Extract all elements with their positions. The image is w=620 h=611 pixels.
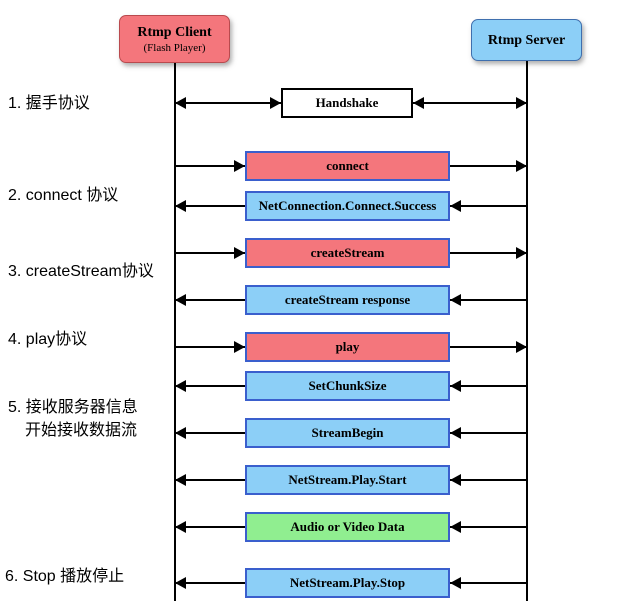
message-box: createStream response bbox=[245, 285, 450, 315]
arrowhead-right-icon bbox=[270, 97, 281, 109]
arrowhead-left-icon bbox=[450, 577, 461, 589]
arrowhead-left-icon bbox=[450, 427, 461, 439]
step-label: 5. 接收服务器信息 bbox=[8, 399, 138, 416]
arrowhead-left-icon bbox=[450, 200, 461, 212]
arrowhead-left-icon bbox=[450, 521, 461, 533]
actor-server-title: Rtmp Server bbox=[487, 32, 566, 48]
arrowhead-right-icon bbox=[234, 341, 245, 353]
message-box: Audio or Video Data bbox=[245, 512, 450, 542]
step-label: 3. createStream协议 bbox=[8, 263, 154, 280]
message-box: NetConnection.Connect.Success bbox=[245, 191, 450, 221]
arrowhead-left-icon bbox=[413, 97, 424, 109]
arrowhead-left-icon bbox=[175, 200, 186, 212]
lifeline-server bbox=[526, 61, 528, 601]
actor-server-box: Rtmp Server bbox=[471, 19, 582, 61]
arrowhead-right-icon bbox=[516, 341, 527, 353]
message-box: NetStream.Play.Start bbox=[245, 465, 450, 495]
message-box: createStream bbox=[245, 238, 450, 268]
step-label: 6. Stop 播放停止 bbox=[5, 568, 125, 585]
lifeline-client bbox=[174, 63, 176, 601]
arrowhead-left-icon bbox=[175, 380, 186, 392]
arrowhead-right-icon bbox=[516, 160, 527, 172]
arrowhead-left-icon bbox=[175, 97, 186, 109]
message-box: StreamBegin bbox=[245, 418, 450, 448]
step-label: 开始接收数据流 bbox=[25, 422, 138, 439]
step-label: 1. 握手协议 bbox=[8, 95, 90, 112]
actor-client-subtitle: (Flash Player) bbox=[143, 41, 206, 54]
arrowhead-left-icon bbox=[175, 521, 186, 533]
message-box: connect bbox=[245, 151, 450, 181]
arrowhead-left-icon bbox=[175, 427, 186, 439]
message-box: NetStream.Play.Stop bbox=[245, 568, 450, 598]
message-box: SetChunkSize bbox=[245, 371, 450, 401]
arrowhead-left-icon bbox=[175, 294, 186, 306]
arrowhead-left-icon bbox=[450, 380, 461, 392]
arrowhead-right-icon bbox=[234, 247, 245, 259]
arrowhead-right-icon bbox=[516, 97, 527, 109]
arrowhead-left-icon bbox=[175, 474, 186, 486]
actor-client-title: Rtmp Client bbox=[137, 24, 212, 40]
message-box: play bbox=[245, 332, 450, 362]
actor-client-box: Rtmp Client (Flash Player) bbox=[119, 15, 230, 63]
step-label: 4. play协议 bbox=[8, 331, 88, 348]
arrowhead-right-icon bbox=[234, 160, 245, 172]
step-label: 2. connect 协议 bbox=[8, 187, 119, 204]
arrowhead-left-icon bbox=[450, 474, 461, 486]
arrowhead-left-icon bbox=[175, 577, 186, 589]
message-box: Handshake bbox=[281, 88, 413, 118]
arrowhead-right-icon bbox=[516, 247, 527, 259]
arrowhead-left-icon bbox=[450, 294, 461, 306]
